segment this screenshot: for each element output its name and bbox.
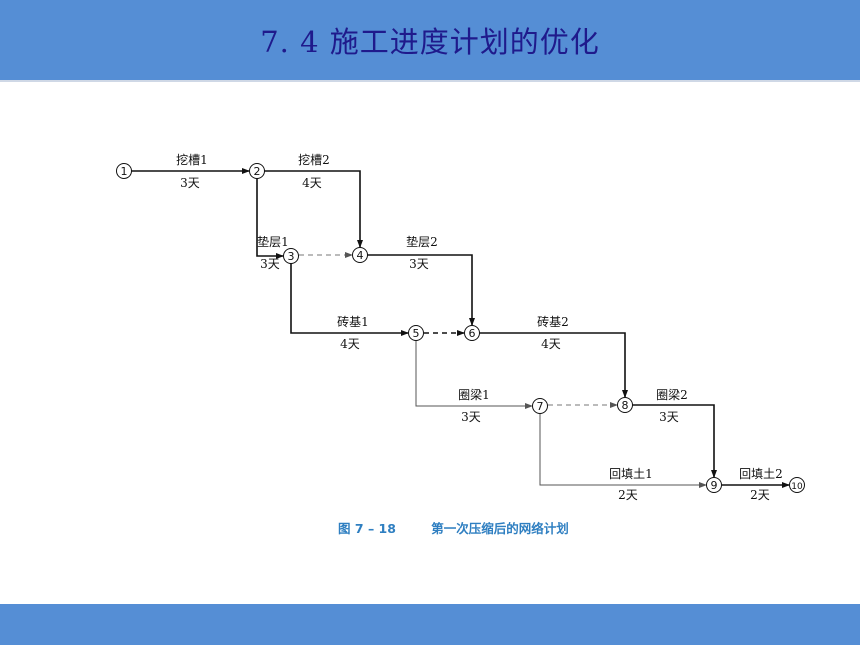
activity-duration-beam-1: 3天 bbox=[461, 410, 481, 424]
node-9: 9 bbox=[706, 477, 722, 493]
footer-bar bbox=[0, 604, 860, 645]
activity-name-backfill-1: 回填土1 bbox=[609, 467, 653, 481]
node-6: 6 bbox=[464, 325, 480, 341]
figure-caption-number: 图 7 – 18 bbox=[338, 521, 396, 536]
activity-name-backfill-2: 回填土2 bbox=[739, 467, 783, 481]
activity-name-cushion-2: 垫层2 bbox=[406, 234, 438, 249]
node-8: 8 bbox=[617, 397, 633, 413]
activity-name-excavate-1: 挖槽1 bbox=[176, 152, 208, 167]
arrow-brick-2 bbox=[479, 332, 628, 398]
header-bar bbox=[0, 0, 860, 82]
activity-name-excavate-2: 挖槽2 bbox=[298, 152, 330, 167]
arrow-backfill-1 bbox=[539, 413, 707, 488]
arrow-cushion-2 bbox=[367, 254, 475, 326]
svg-text:8: 8 bbox=[622, 399, 629, 412]
activity-duration-beam-2: 3天 bbox=[659, 410, 679, 424]
svg-text:6: 6 bbox=[469, 327, 476, 340]
node-3: 3 bbox=[283, 248, 299, 264]
svg-text:9: 9 bbox=[711, 479, 718, 492]
activity-duration-excavate-1: 3天 bbox=[180, 176, 200, 190]
activity-duration-cushion-2: 3天 bbox=[409, 257, 429, 271]
svg-text:10: 10 bbox=[791, 482, 803, 492]
activity-name-beam-1: 圈梁1 bbox=[458, 387, 490, 402]
activity-name-brick-1: 砖基1 bbox=[337, 314, 369, 329]
activity-duration-cushion-1: 3天 bbox=[260, 257, 280, 271]
node-2: 2 bbox=[249, 163, 265, 179]
svg-text:7: 7 bbox=[537, 400, 544, 413]
activity-name-cushion-1: 垫层1 bbox=[257, 234, 289, 249]
arrow-excavate-2 bbox=[264, 170, 363, 248]
slide-title: 7. 4 施工进度计划的优化 bbox=[260, 25, 600, 59]
svg-text:3: 3 bbox=[288, 250, 295, 263]
activity-duration-backfill-2: 2天 bbox=[750, 488, 770, 502]
activity-duration-excavate-2: 4天 bbox=[302, 176, 322, 190]
node-1: 1 bbox=[116, 163, 132, 179]
svg-text:1: 1 bbox=[121, 165, 128, 178]
activity-duration-brick-2: 4天 bbox=[541, 337, 561, 351]
activity-name-beam-2: 圈梁2 bbox=[656, 387, 688, 402]
svg-text:2: 2 bbox=[254, 165, 261, 178]
node-7: 7 bbox=[532, 398, 548, 414]
arrow-cushion-1 bbox=[256, 178, 284, 259]
node-5: 5 bbox=[408, 325, 424, 341]
arrow-beam-1 bbox=[415, 340, 533, 409]
arrow-brick-1 bbox=[290, 263, 409, 336]
node-10: 10 bbox=[789, 477, 805, 493]
activity-name-brick-2: 砖基2 bbox=[537, 314, 569, 329]
svg-text:5: 5 bbox=[413, 327, 420, 340]
arrow-beam-2 bbox=[632, 404, 717, 478]
node-4: 4 bbox=[352, 247, 368, 263]
activity-duration-brick-1: 4天 bbox=[340, 337, 360, 351]
figure-caption-text: 第一次压缩后的网络计划 bbox=[431, 521, 569, 536]
svg-text:4: 4 bbox=[357, 249, 364, 262]
activity-duration-backfill-1: 2天 bbox=[618, 488, 638, 502]
